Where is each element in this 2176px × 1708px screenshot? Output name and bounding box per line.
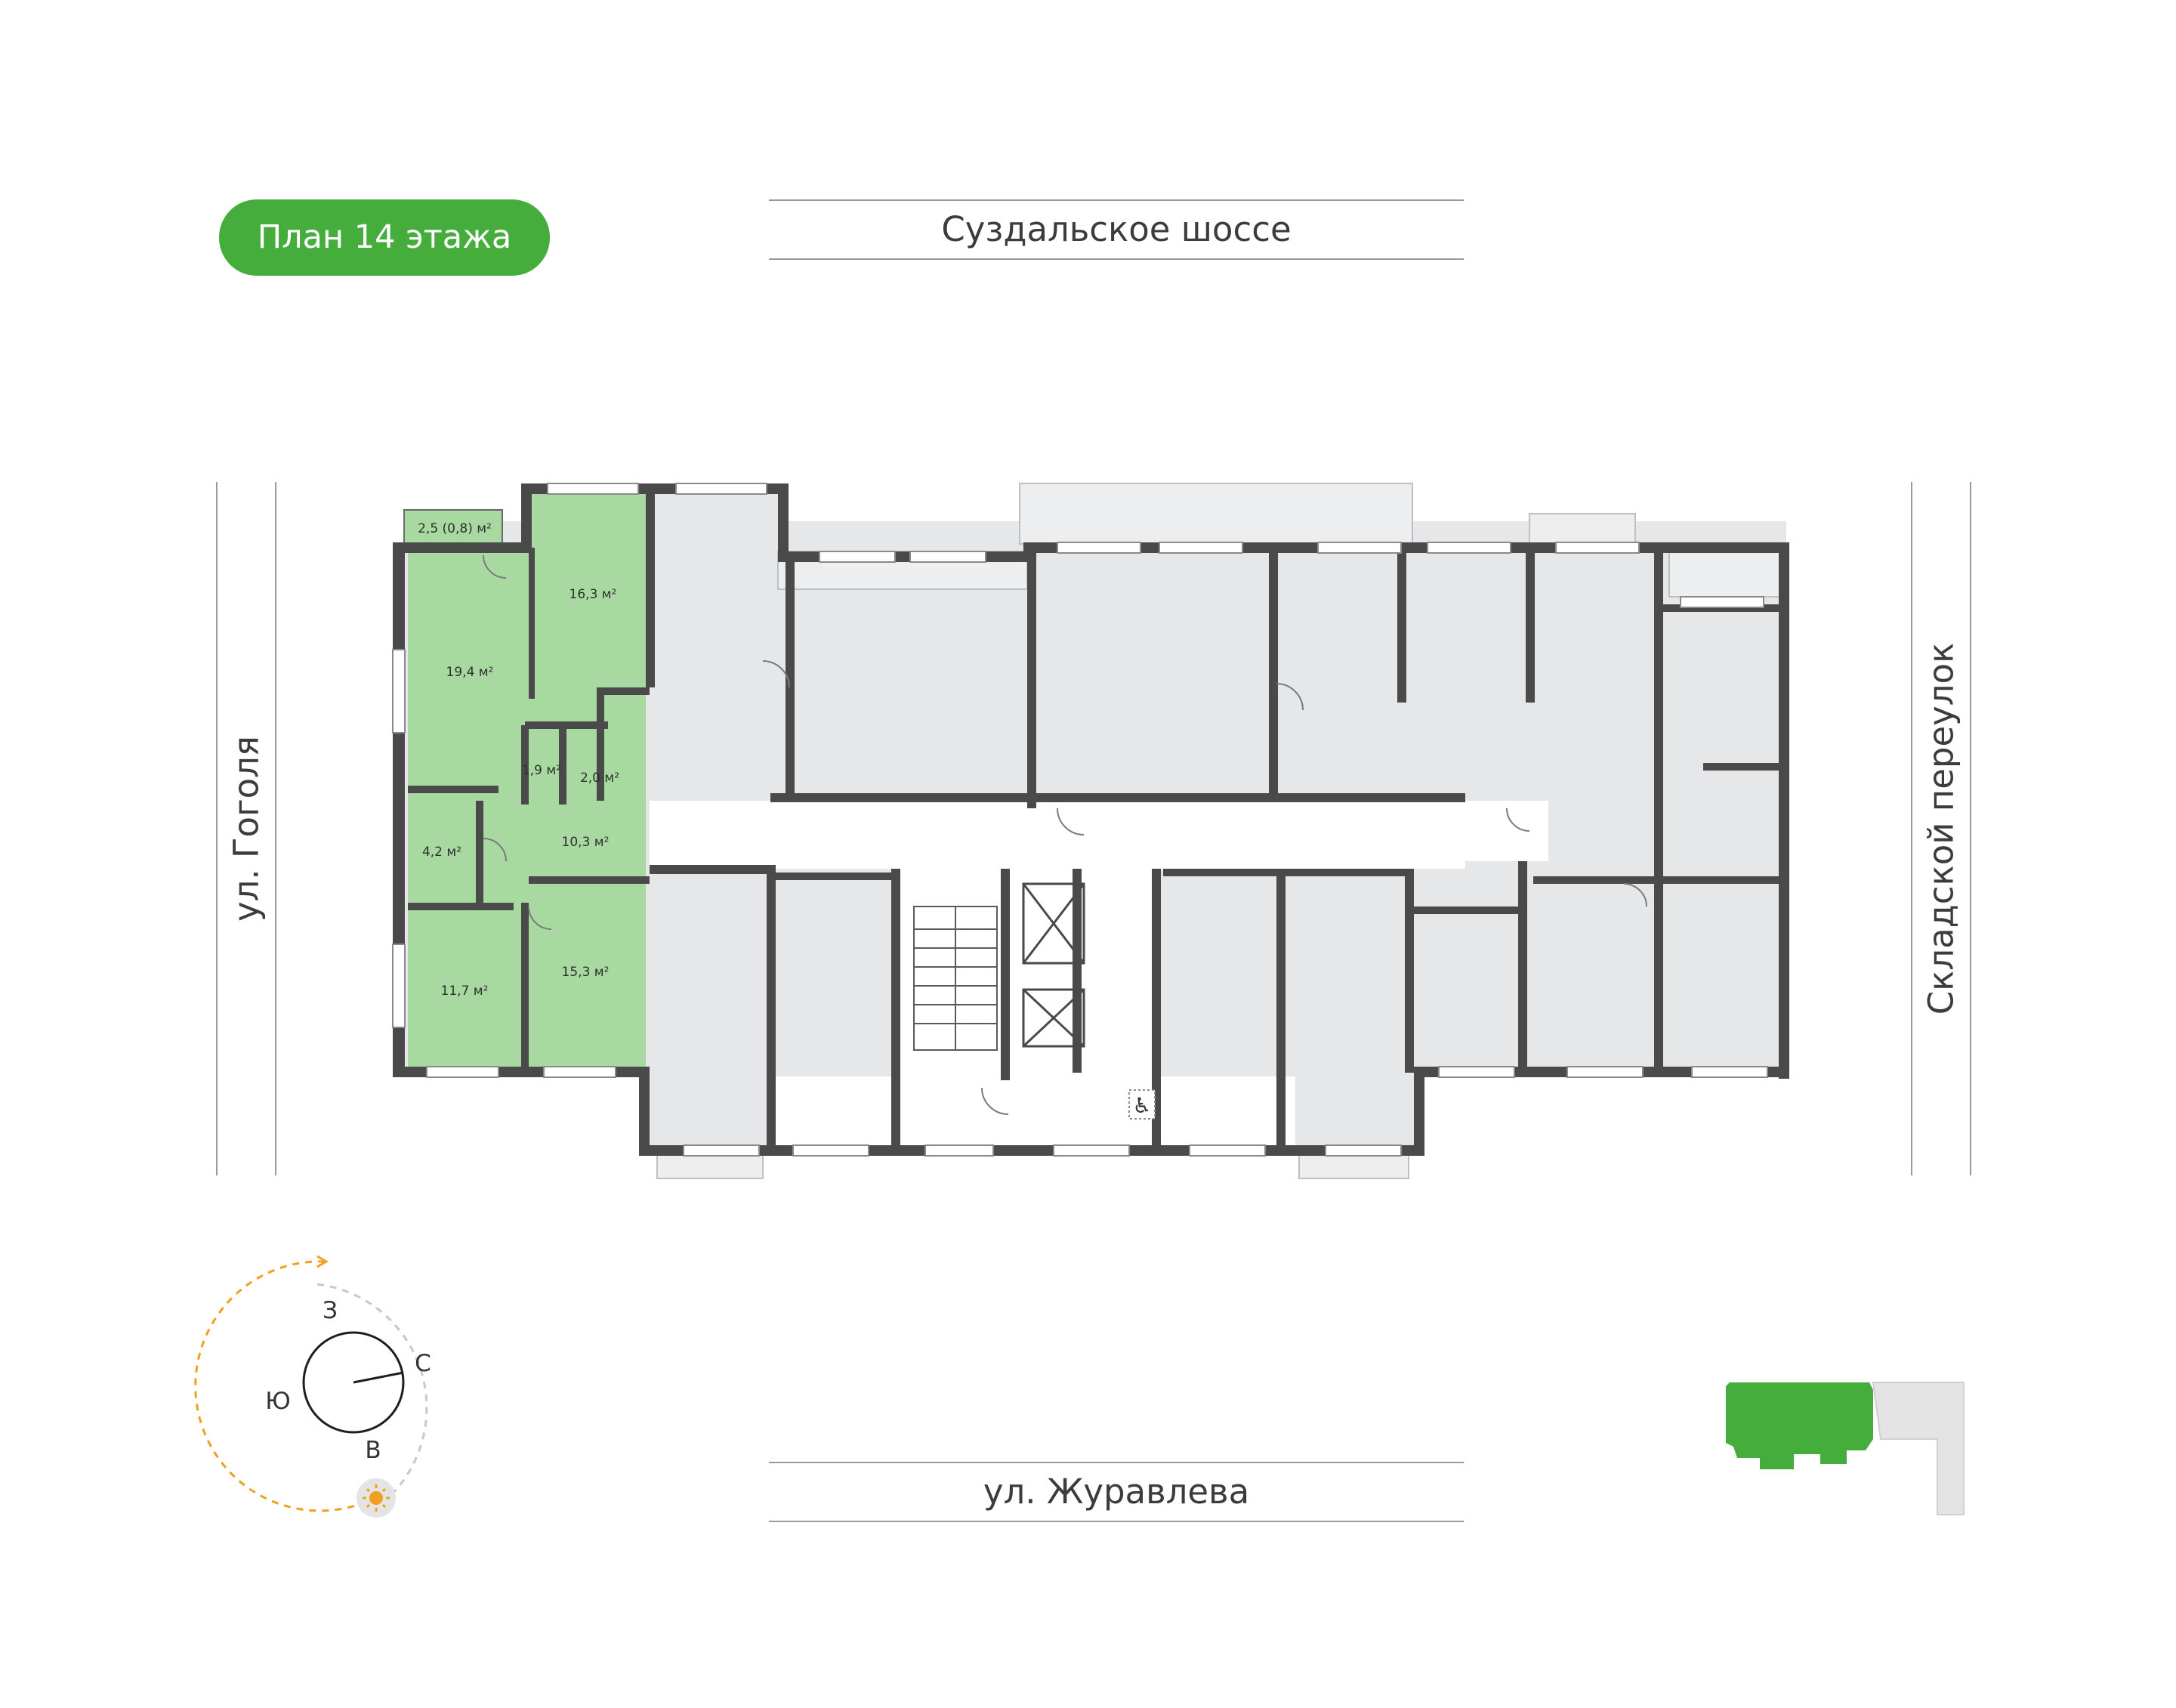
windows — [392, 483, 1768, 1157]
location-mini-map — [1726, 1382, 1965, 1515]
compass-north: С — [415, 1350, 431, 1377]
compass: З С Ю В — [194, 1255, 431, 1518]
sun-path-arrow-icon — [316, 1255, 329, 1268]
street-bottom: ул. Журавлева — [769, 1462, 1464, 1522]
sun-icon — [356, 1478, 396, 1518]
bay-bottom-right — [1295, 1076, 1416, 1156]
apartment-balcony — [403, 509, 503, 545]
sun-path-orange — [194, 1260, 363, 1512]
room-area-10-3: 10,3 м² — [562, 835, 610, 850]
building-plan: ♿ — [392, 483, 1789, 1179]
room-area-4-2: 4,2 м² — [422, 845, 461, 860]
mini-map-selected-block — [1726, 1382, 1873, 1469]
street-bottom-label: ул. Журавлева — [983, 1472, 1250, 1512]
mini-map-other-block — [1872, 1382, 1965, 1515]
room-area-1-9: 1,9 м² — [522, 763, 561, 778]
compass-west: З — [323, 1297, 338, 1324]
street-right: Складской переулок — [1911, 482, 1971, 1175]
balcony-top-2 — [1019, 483, 1413, 545]
svg-text:♿: ♿ — [1132, 1093, 1151, 1118]
staircase — [913, 906, 998, 1051]
sun-path-gray — [316, 1283, 428, 1512]
room-top-ext — [653, 491, 786, 525]
compass-east: В — [365, 1437, 381, 1464]
door-swings — [483, 554, 1647, 1115]
room-area-balcony: 2,5 (0,8) м² — [418, 521, 492, 536]
street-top: Суздальское шоссе — [769, 199, 1464, 260]
street-left: ул. Гоголя — [216, 482, 276, 1175]
room-area-2-0: 2,0 м² — [580, 771, 619, 786]
room-area-15-3: 15,3 м² — [562, 965, 610, 980]
compass-south: Ю — [265, 1388, 290, 1415]
bay-bottom-left — [646, 1076, 767, 1156]
compass-needle — [353, 1371, 404, 1384]
room-area-19-4: 19,4 м² — [446, 665, 494, 680]
floor-plan-title: План 14 этажа — [257, 218, 512, 256]
balcony-top-3 — [1529, 513, 1636, 545]
room-area-16-3: 16,3 м² — [569, 587, 617, 602]
wheelchair-icon: ♿ — [1128, 1089, 1156, 1120]
room-labels: 2,5 (0,8) м² 16,3 м² 19,4 м² 1,9 м² 2,0 … — [418, 521, 619, 999]
floor-plan-badge: План 14 этажа — [219, 199, 550, 276]
room-area-11-7: 11,7 м² — [441, 984, 489, 999]
street-top-label: Суздальское шоссе — [941, 209, 1292, 249]
